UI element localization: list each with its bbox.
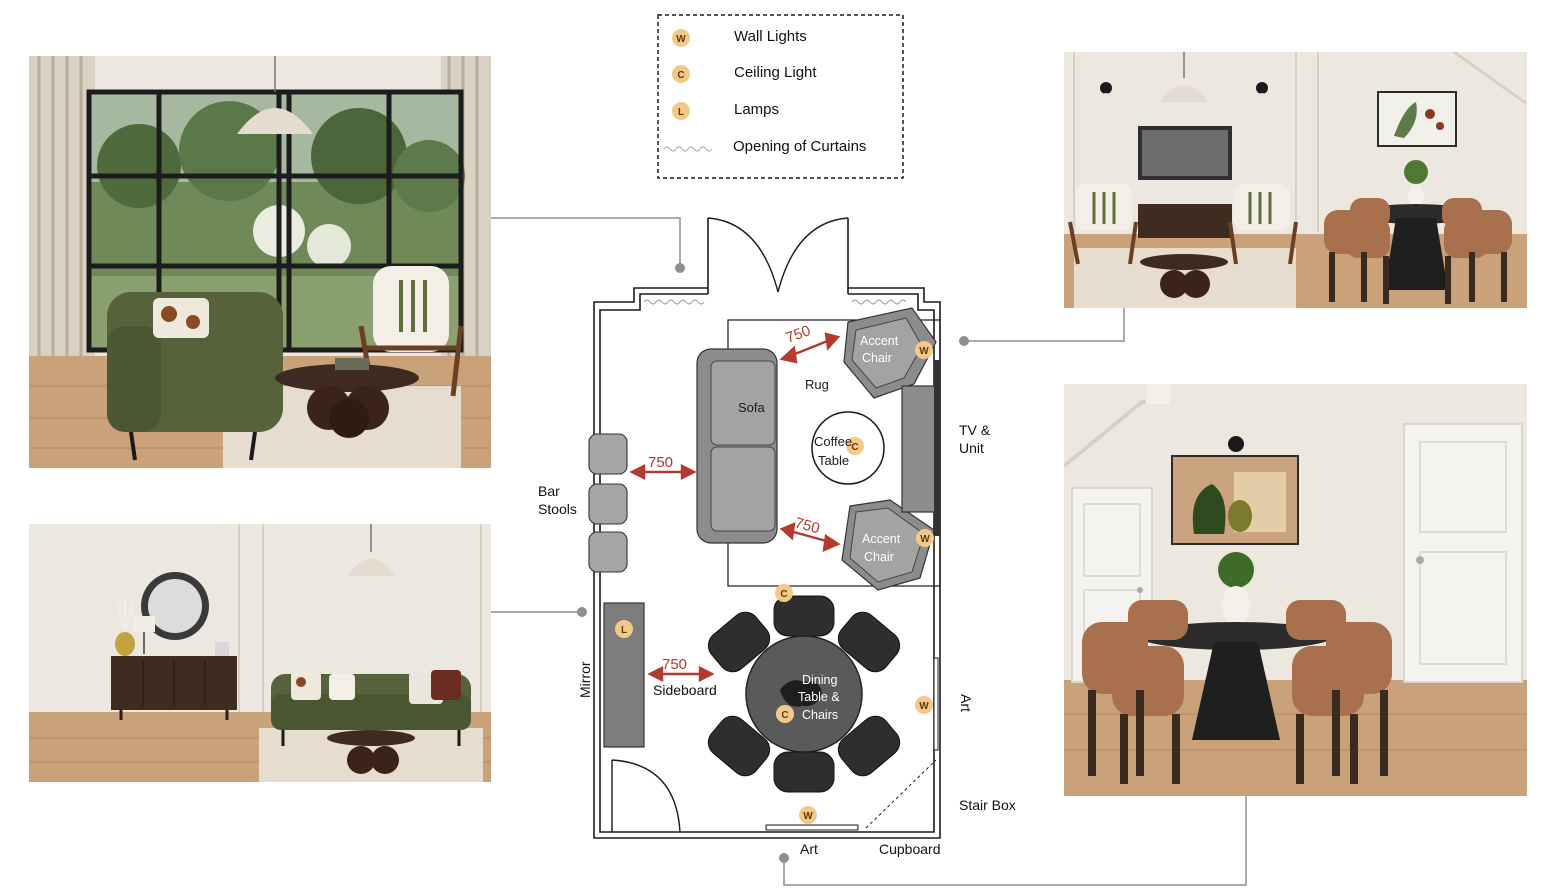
lamp-marker-sideboard: L — [615, 620, 633, 638]
label-tv: TV & — [959, 422, 991, 438]
legend-item-curtains: Opening of Curtains — [663, 138, 866, 155]
svg-text:W: W — [920, 534, 930, 545]
stair-box-line — [865, 759, 937, 829]
dining-view-scene — [1064, 384, 1527, 796]
svg-text:W: W — [919, 346, 929, 357]
legend-symbol-l: L — [678, 107, 684, 118]
curtain-openings — [643, 299, 907, 305]
ceiling-light-marker-coffee: C — [846, 437, 864, 455]
label-accent-chair-top-2: Chair — [862, 351, 892, 365]
tv-screen — [934, 360, 940, 536]
lamp-marker-icon — [672, 102, 690, 120]
window-view-scene — [29, 56, 491, 468]
connector-window-view — [491, 217, 681, 268]
art-bottom-mark — [765, 824, 859, 831]
accent-chair-top — [843, 307, 937, 399]
legend-label-wall-lights: Wall Lights — [734, 28, 807, 45]
label-art-bottom: Art — [800, 841, 818, 857]
moodboard-panel-dining-view — [1064, 384, 1527, 796]
svg-text:C: C — [780, 589, 787, 600]
ceiling-light-marker-icon — [672, 65, 690, 83]
french-doors — [707, 217, 849, 293]
dining-chairs — [707, 595, 901, 793]
moodboard-panel-window-view — [29, 56, 491, 468]
legend-label-curtains: Opening of Curtains — [733, 138, 866, 155]
wall-light-marker-art-side: W — [915, 696, 933, 714]
label-accent-chair-top-1: Accent — [860, 334, 899, 348]
legend-symbol-c: C — [677, 70, 684, 81]
ceiling-light-marker-dining-center: C — [776, 705, 794, 723]
label-art-side: Art — [958, 694, 974, 712]
svg-text:W: W — [803, 811, 813, 822]
bar-stools — [588, 433, 628, 573]
art-side-mark — [933, 657, 939, 751]
connector-tv-dining-view — [964, 308, 1125, 342]
accent-chair-bottom — [841, 499, 935, 591]
table-centerpiece — [780, 680, 822, 707]
sideboard-view-scene — [29, 524, 491, 782]
internal-door — [611, 759, 681, 833]
legend-item-ceiling-light: C Ceiling Light — [672, 64, 817, 83]
label-stair-box: Stair Box — [959, 797, 1016, 813]
legend-symbol-w: W — [676, 34, 686, 45]
moodboard-panel-sideboard-view — [29, 524, 491, 782]
wall-light-marker-chair-top: W — [915, 341, 933, 359]
label-bar: Bar — [538, 483, 560, 499]
wall-light-marker-art-bottom: W — [799, 806, 817, 824]
curtain-wave-icon — [663, 146, 713, 152]
label-accent-chair-bottom-1: Accent — [862, 532, 901, 546]
svg-text:L: L — [621, 625, 627, 636]
legend-label-lamps: Lamps — [734, 101, 779, 118]
tv-unit — [901, 385, 937, 513]
dimension-arrows — [629, 332, 841, 682]
label-sofa: Sofa — [738, 400, 766, 415]
connector-dining-view — [783, 796, 1247, 886]
label-unit: Unit — [959, 440, 984, 456]
label-cupboard: Cupboard — [879, 841, 941, 857]
dimension-stools-to-sofa: 750 — [648, 454, 673, 471]
label-sideboard: Sideboard — [653, 682, 717, 698]
moodboard-panel-tv-dining-view — [1064, 52, 1527, 308]
label-mirror: Mirror — [577, 661, 593, 698]
label-dining: Dining — [802, 673, 837, 687]
connector-lines — [491, 217, 1247, 886]
legend-item-lamps: L Lamps — [672, 101, 779, 120]
legend-label-ceiling-light: Ceiling Light — [734, 64, 817, 81]
tv-dining-view-scene — [1064, 52, 1527, 308]
legend-item-wall-lights: W Wall Lights — [672, 28, 807, 47]
light-markers: W W W W C C C L — [615, 341, 934, 824]
legend: W Wall Lights C Ceiling Light L Lamps Op… — [657, 14, 904, 179]
label-accent-chair-bottom-2: Chair — [864, 550, 894, 564]
label-table-and: Table & — [798, 690, 840, 704]
sofa — [696, 348, 778, 544]
svg-text:W: W — [919, 701, 929, 712]
wall-light-marker-chair-bottom: W — [916, 529, 934, 547]
svg-text:C: C — [851, 442, 858, 453]
label-rug: Rug — [805, 377, 829, 392]
dimension-sideboard-to-dining: 750 — [662, 656, 687, 673]
ceiling-light-marker-dining-top: C — [775, 584, 793, 602]
dimension-sofa-to-chair-bottom: 750 — [793, 514, 822, 537]
label-table: Table — [818, 453, 849, 468]
dimension-sofa-to-chair-top: 750 — [784, 322, 813, 347]
label-chairs: Chairs — [802, 708, 838, 722]
label-coffee: Coffee — [814, 434, 852, 449]
wall-light-marker-icon — [672, 29, 690, 47]
svg-text:C: C — [781, 710, 788, 721]
label-stools: Stools — [538, 501, 577, 517]
room-walls — [593, 218, 941, 839]
